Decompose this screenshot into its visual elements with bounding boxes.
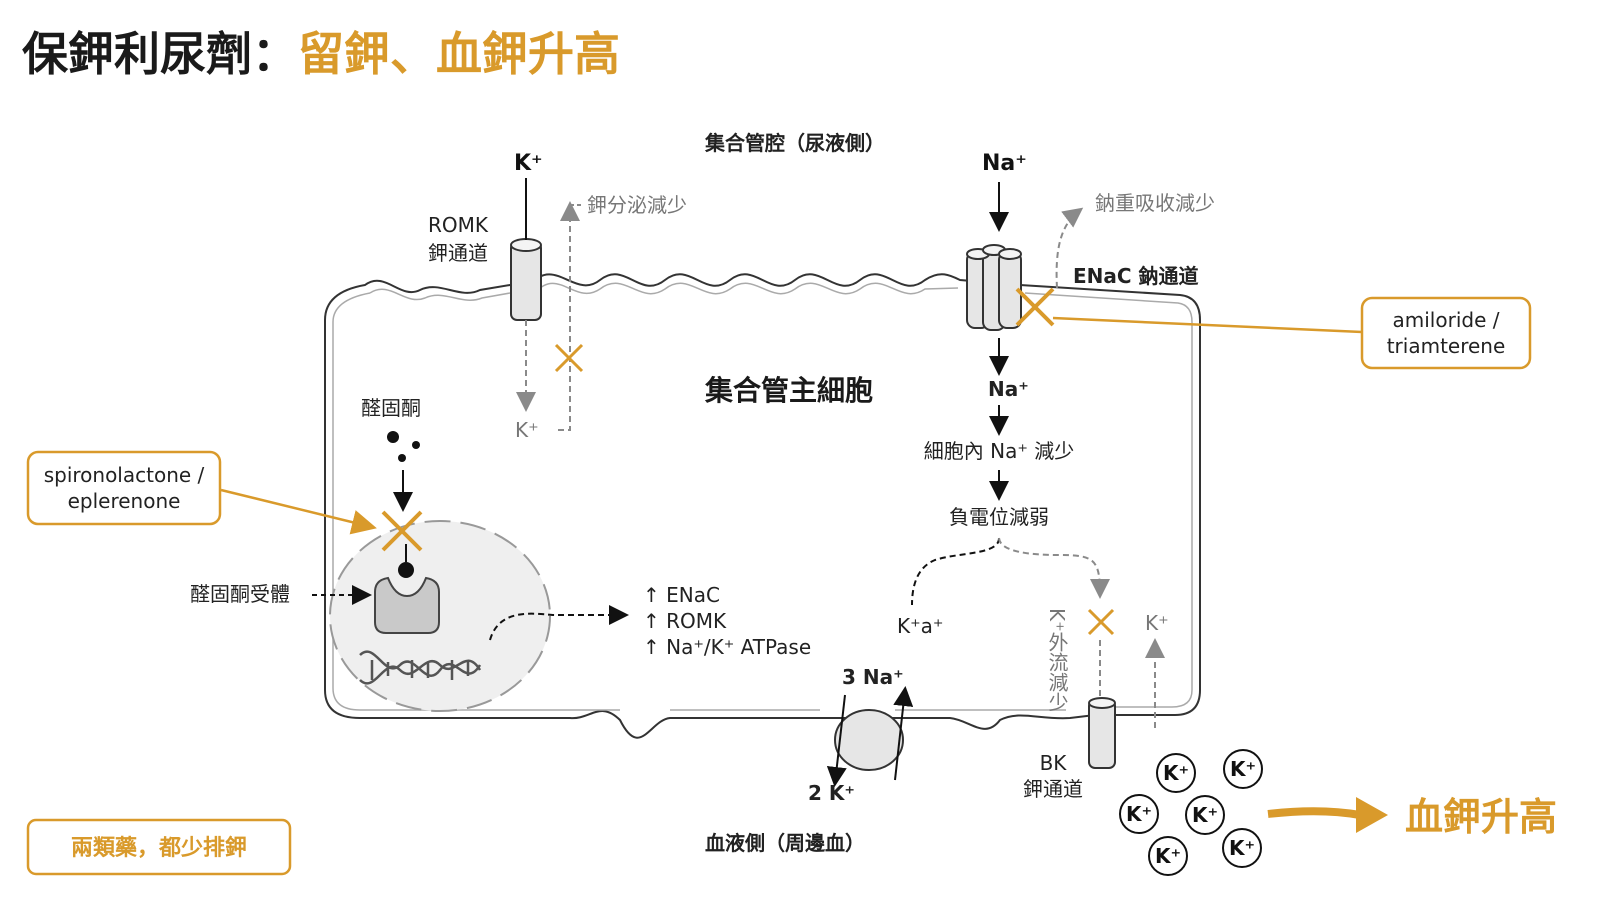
bk-channel (1088, 697, 1116, 769)
k-right-label: K⁺ (1145, 611, 1169, 635)
k-inside-label: K⁺a⁺ (897, 614, 943, 638)
enac-channel (966, 244, 1022, 331)
pump-k: 2 K⁺ (808, 781, 855, 805)
romk-name: ROMK (428, 213, 489, 237)
pump-na: 3 Na⁺ (842, 665, 904, 689)
bk-name: BK (1040, 751, 1068, 775)
dna-icon (359, 650, 482, 685)
k-ion (1148, 836, 1188, 876)
aldosterone-label: 醛固酮 (361, 396, 421, 420)
spiro-pointer (220, 488, 377, 535)
cascade-step1: 細胞內 Na⁺ 減少 (924, 439, 1075, 463)
enac-reabsorption-arrow (1055, 207, 1084, 289)
enac-block-x-icon (1015, 287, 1055, 327)
k-ion (1223, 749, 1263, 789)
na-k-pump (826, 686, 914, 787)
page-title: 保鉀利尿劑：留鉀、血鉀升高 (22, 27, 620, 81)
summary-box: 兩類藥，都少排鉀 (26, 818, 292, 876)
upregulated-item-1: ↑ ENaC (643, 583, 720, 607)
result-arrow-icon (1267, 807, 1361, 819)
enac-effect: 鈉重吸收減少 (1095, 191, 1215, 215)
receptor-block-x-icon (381, 510, 423, 552)
k-ion-label: K⁺ (1229, 836, 1255, 860)
bk-sub: 鉀通道 (1023, 777, 1083, 801)
enac-na-top: Na⁺ (982, 151, 1027, 176)
spiro-line1: spironolactone / (44, 463, 205, 487)
romk-block-x-icon (554, 343, 584, 373)
romk-effect: 鉀分泌減少 (587, 193, 687, 217)
amiloride-line1: amiloride / (1393, 308, 1500, 332)
lumen-label: 集合管腔（尿液側） (704, 131, 885, 155)
summary-text: 兩類藥，都少排鉀 (71, 835, 247, 861)
blood-label: 血液側（周邊血） (705, 831, 865, 855)
k-ion (1222, 828, 1262, 868)
spironolactone-drug-box: spironolactone / eplerenone (26, 450, 222, 526)
upregulated-item-3: ↑ Na⁺/K⁺ ATPase (643, 635, 811, 659)
k-ion (1185, 795, 1225, 835)
upregulated-item-2: ↑ ROMK (643, 609, 727, 633)
cascade-branch-left (911, 537, 1000, 606)
receptor-label: 醛固酮受體 (190, 582, 290, 606)
k-ion (1156, 753, 1196, 793)
cell-label: 集合管主細胞 (704, 374, 873, 407)
receptor-icon (374, 544, 440, 634)
k-ion-cluster (1119, 749, 1263, 876)
amiloride-drug-box: amiloride / triamterene (1360, 296, 1532, 370)
romk-secretion-arrow (558, 201, 580, 431)
k-ion-label: K⁺ (1192, 803, 1218, 827)
enac-name: ENaC 鈉通道 (1073, 264, 1199, 288)
k-ion-label: K⁺ (1126, 802, 1152, 826)
romk-sub: 鉀通道 (428, 241, 488, 265)
k-efflux-label: K⁺外流減少 (1045, 608, 1069, 712)
cell-membrane-inner (332, 282, 1193, 711)
gene-expression-arrow (489, 605, 629, 641)
k-ion-label: K⁺ (1155, 844, 1181, 868)
cascade-na-in: Na⁺ (988, 377, 1029, 401)
aldosterone-molecules-icon (387, 431, 420, 462)
romk-k-top: K⁺ (514, 151, 543, 176)
romk-k-bottom: K⁺ (515, 418, 539, 442)
spiro-line2: eplerenone (68, 489, 181, 513)
result-label: 血鉀升高 (1405, 795, 1557, 839)
amiloride-line2: triamterene (1387, 334, 1506, 358)
romk-channel (510, 238, 542, 321)
cell-membrane (324, 273, 1201, 739)
amiloride-pointer (1052, 316, 1363, 334)
k-ion-label: K⁺ (1163, 761, 1189, 785)
k-ion-label: K⁺ (1230, 757, 1256, 781)
cascade-step2: 負電位減弱 (949, 505, 1049, 529)
k-ion (1119, 794, 1159, 834)
cascade-branch-right (998, 537, 1110, 599)
bk-block-x-icon (1087, 608, 1115, 636)
